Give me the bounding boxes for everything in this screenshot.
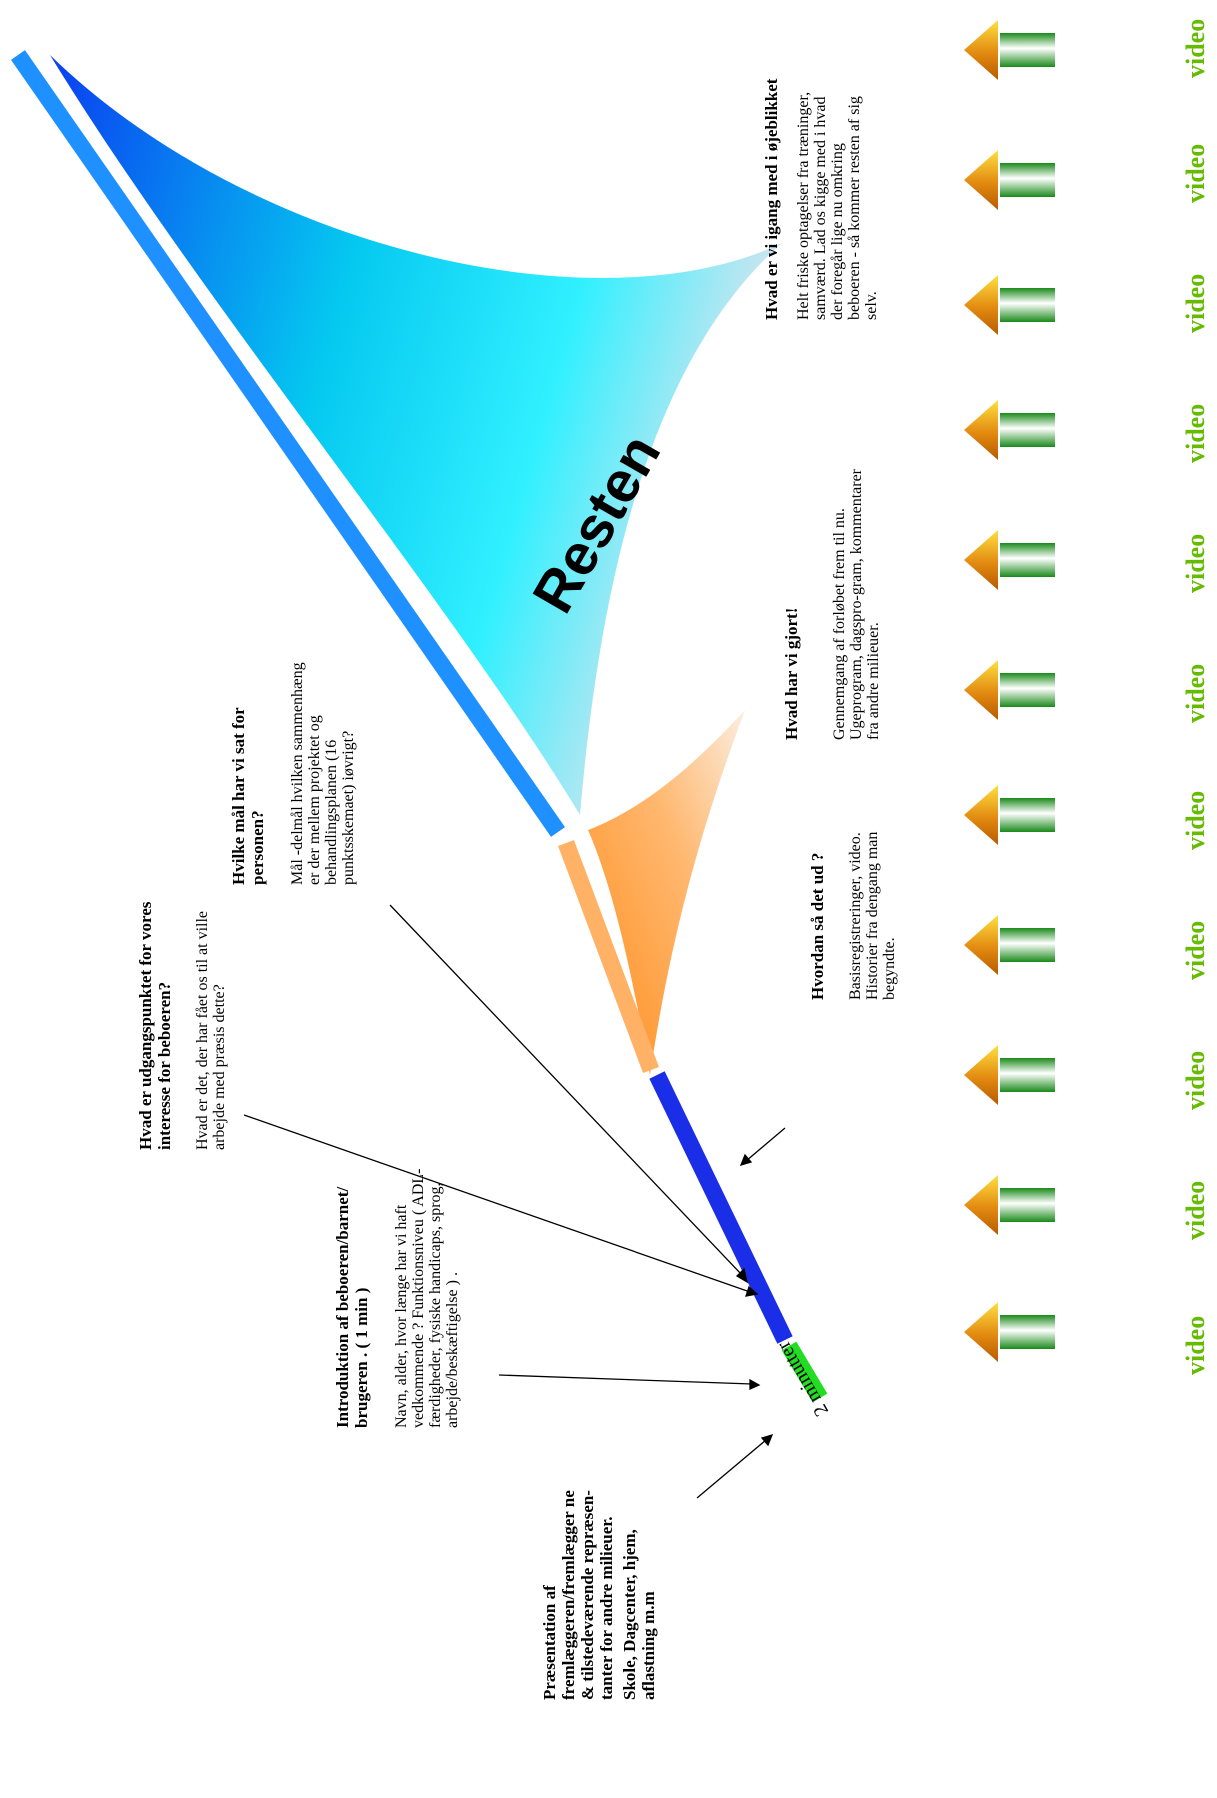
section-current: Hvad er vi igang med i øjeblikket Helt f…	[762, 20, 880, 320]
section-presentation-heading: Præsentation af fremlæggeren/fremlægger …	[540, 1490, 616, 1700]
section-goals-body: Mål -delmål hvilken sammenhæng er der me…	[289, 662, 357, 885]
section-before-heading: Hvordan så det ud ?	[808, 852, 827, 1000]
video-caption: video	[1181, 920, 1210, 980]
video-caption: video	[1181, 273, 1210, 333]
video-caption: video	[1181, 403, 1210, 463]
connector-goals	[389, 904, 743, 1276]
timeline-segment-resten	[11, 50, 565, 837]
video-caption: video	[1181, 663, 1210, 723]
section-starting-point: Hvad er udgangspunktet for vores interes…	[136, 840, 228, 1150]
video-arrow-icon	[964, 1045, 1055, 1105]
video-arrow-icon	[964, 1302, 1055, 1362]
section-introduction: Introduktion af beboeren/barnet/ brugere…	[333, 1158, 461, 1428]
timeline-segment-navy	[649, 1071, 793, 1344]
section-presentation: Præsentation af fremlæggeren/fremlægger …	[540, 1390, 658, 1700]
orange-sail-shape	[588, 710, 745, 1075]
connector-presentation	[696, 1439, 767, 1499]
connector-introduction	[498, 1374, 753, 1385]
video-arrow-icon	[964, 915, 1055, 975]
video-arrow-icon	[964, 150, 1055, 210]
video-caption: video	[1181, 18, 1210, 78]
section-done-body: Gennemgang af forløbet frem til nu. Ugep…	[831, 468, 882, 740]
section-presentation-body: Skole, Dagcenter, hjem, aflastning m.m	[620, 1529, 658, 1700]
video-arrow-icon	[964, 1175, 1055, 1235]
section-introduction-heading: Introduktion af beboeren/barnet/ brugere…	[333, 1186, 371, 1428]
video-caption: video	[1181, 533, 1210, 593]
section-starting-point-heading: Hvad er udgangspunktet for vores interes…	[136, 901, 174, 1150]
section-before-body: Basisregistreringer, video. Historier fr…	[847, 831, 898, 1000]
video-arrow-icon	[964, 275, 1055, 335]
section-current-body: Helt friske optagelser fra træninger, sa…	[795, 91, 880, 320]
section-current-heading: Hvad er vi igang med i øjeblikket	[762, 78, 781, 320]
video-caption: video	[1181, 1050, 1210, 1110]
section-introduction-body: Navn, alder, hvor længe har vi haft vedk…	[393, 1168, 461, 1428]
section-before: Hvordan så det ud ? Basisregistreringer,…	[808, 760, 898, 1000]
section-done: Hvad har vi gjort! Gennemgang af forløbe…	[782, 410, 882, 740]
video-caption: video	[1181, 1315, 1210, 1375]
video-caption: video	[1181, 143, 1210, 203]
section-starting-point-body: Hvad er det, der har fået os til at vill…	[194, 910, 228, 1150]
connector-starting-point	[243, 1114, 751, 1293]
section-goals: Hvilke mål har vi sat for personen? Mål …	[229, 645, 357, 885]
video-arrow-icon	[964, 530, 1055, 590]
arrowhead-before	[739, 1153, 753, 1167]
video-arrow-icon	[964, 660, 1055, 720]
timeline-segment-orange	[558, 840, 659, 1073]
video-arrow-icon	[964, 20, 1055, 80]
arrowhead-introduction	[749, 1378, 761, 1391]
timeline-segment-green	[781, 1341, 828, 1403]
video-arrows	[964, 20, 1055, 1362]
video-arrow-icon	[964, 400, 1055, 460]
connector-before	[745, 1127, 786, 1162]
resten-sail-shape	[50, 55, 782, 815]
arrowhead-goals	[735, 1267, 748, 1284]
arrowhead-presentation	[760, 1433, 774, 1447]
video-arrow-icon	[964, 785, 1055, 845]
section-goals-heading: Hvilke mål har vi sat for personen?	[229, 707, 267, 885]
section-done-heading: Hvad har vi gjort!	[782, 607, 801, 740]
video-caption: video	[1181, 790, 1210, 850]
arrowhead-starting-point	[745, 1285, 759, 1297]
video-caption: video	[1181, 1180, 1210, 1240]
